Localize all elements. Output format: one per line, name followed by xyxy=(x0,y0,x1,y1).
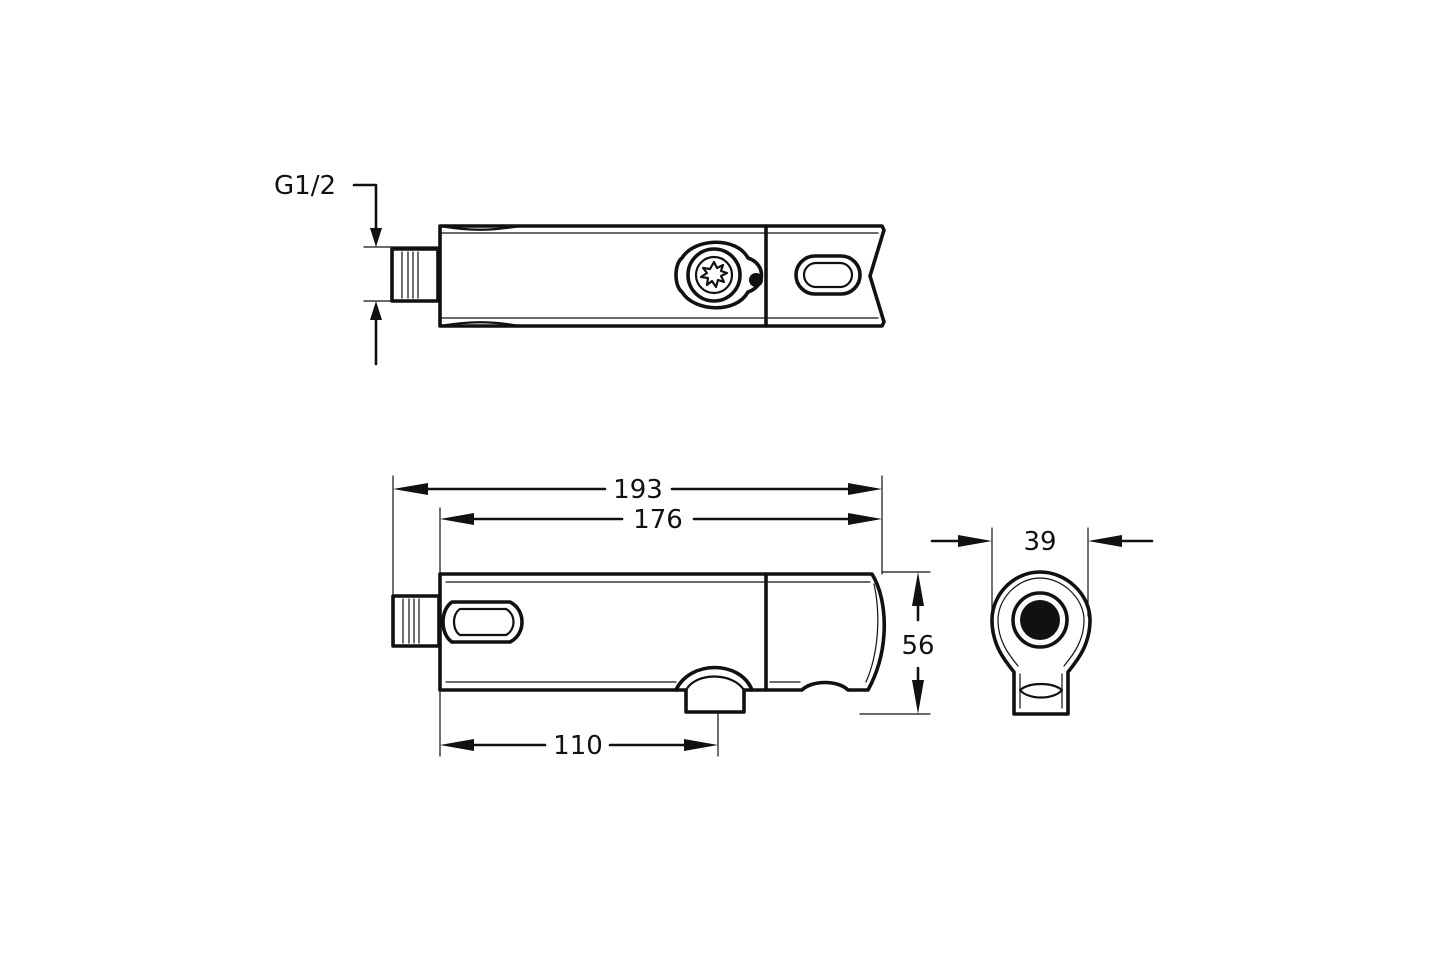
overall-length-dimension: 193 xyxy=(393,475,882,505)
outlet-position-dimension: 110 xyxy=(440,731,718,761)
thread-label: G1/2 xyxy=(274,171,336,201)
side-sensor-window xyxy=(441,600,524,644)
side-body xyxy=(438,572,887,714)
outlet-position-label: 110 xyxy=(553,731,603,761)
splined-spindle-icon xyxy=(699,260,729,289)
body-length-label: 176 xyxy=(633,505,683,535)
top-view: G1/2 xyxy=(274,171,886,366)
top-sensor-window xyxy=(794,254,862,296)
body-length-dimension: 176 xyxy=(440,505,882,535)
width-dimension: 39 xyxy=(930,527,1154,617)
thread-dimension: G1/2 xyxy=(274,171,439,366)
side-view: 193 176 110 56 xyxy=(391,475,935,761)
top-connector xyxy=(390,247,440,303)
nozzle-icon xyxy=(1020,600,1060,640)
top-body xyxy=(438,224,886,328)
thread-arrow-down xyxy=(370,228,382,247)
height-dimension: 56 xyxy=(859,571,935,715)
side-connector xyxy=(391,594,441,648)
end-view: 39 xyxy=(930,527,1154,716)
control-knob xyxy=(674,240,764,310)
thread-arrow-up xyxy=(370,301,382,320)
height-label: 56 xyxy=(901,631,934,661)
width-label: 39 xyxy=(1023,527,1056,557)
side-outlet xyxy=(674,665,754,692)
overall-length-label: 193 xyxy=(613,475,663,505)
